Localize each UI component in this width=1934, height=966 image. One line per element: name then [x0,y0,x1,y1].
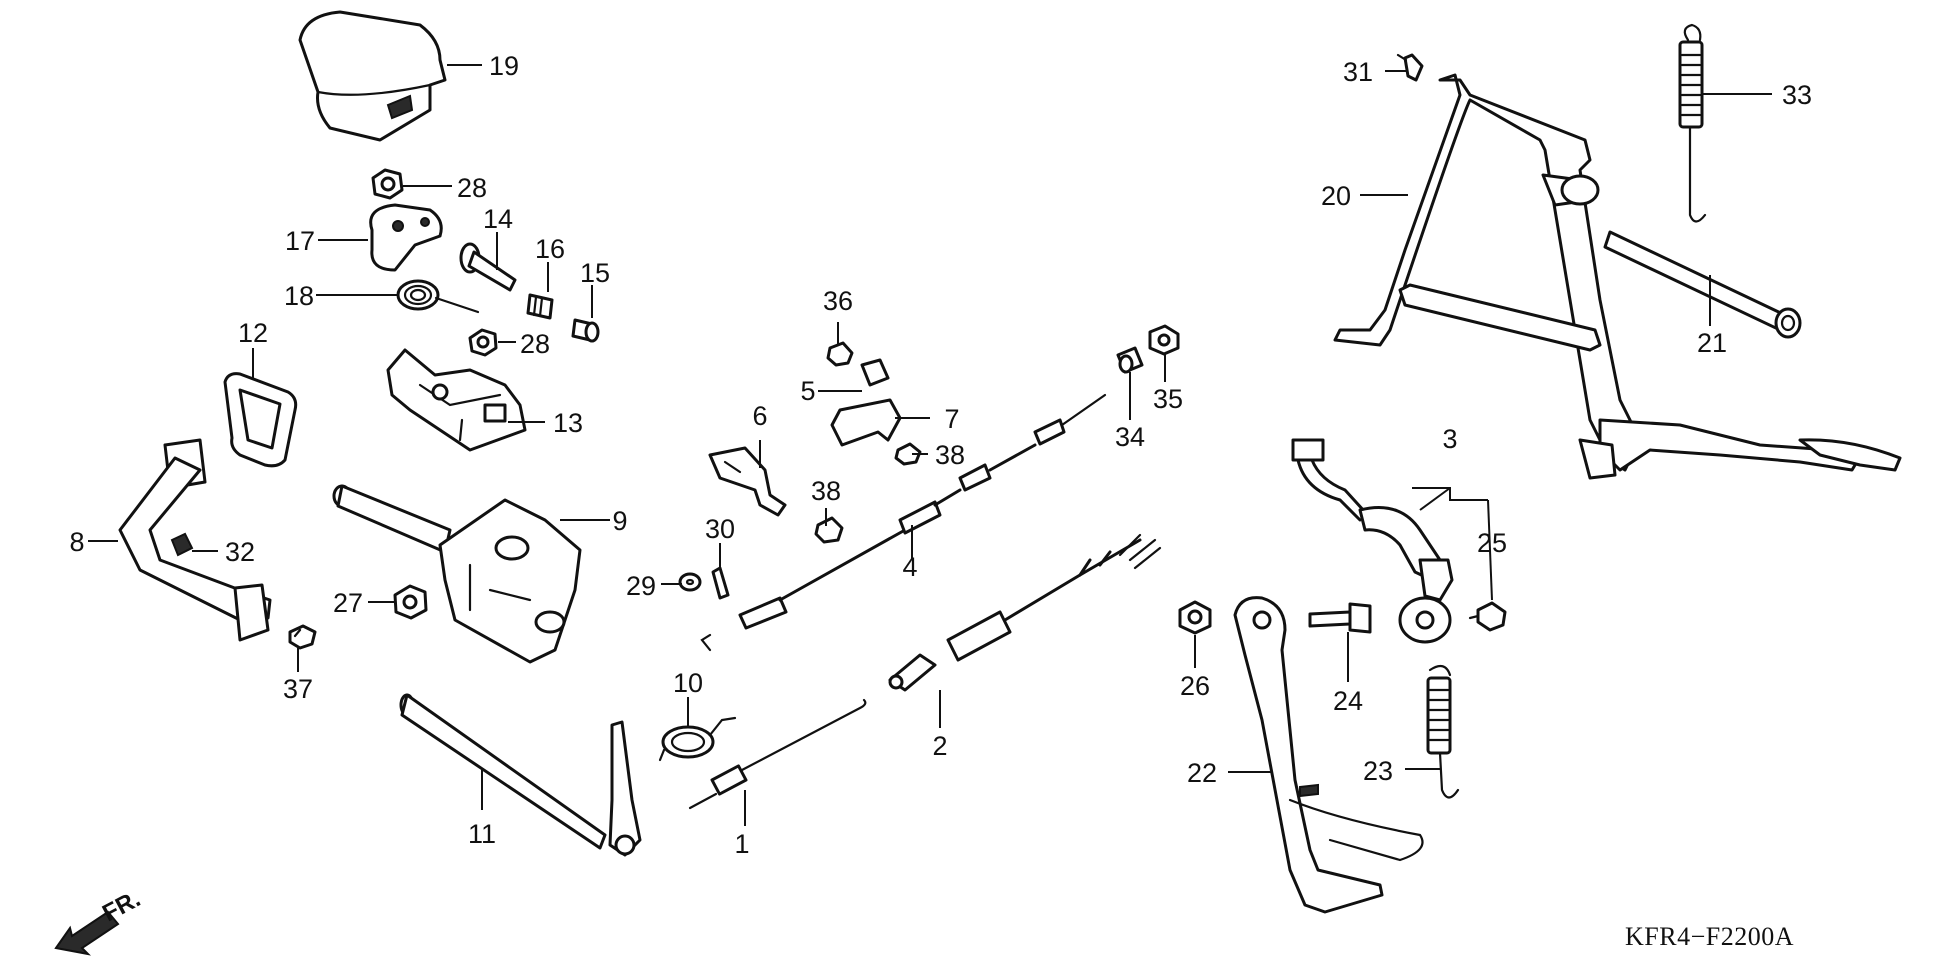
part-7-clamp [830,398,902,447]
callout-20: 20 [1321,181,1351,211]
callout-36: 36 [823,286,853,316]
callout-28-upper: 28 [457,173,487,203]
callout-30: 30 [705,514,735,544]
part-4-cable [700,393,1107,652]
part-38-bolt-upper [894,442,922,466]
part-16-collar [526,293,554,320]
part-25-bolt [1468,601,1507,632]
callout-34: 34 [1115,422,1145,452]
callout-23: 23 [1363,756,1393,786]
callout-27: 27 [333,588,363,618]
part-5-clip [860,358,890,387]
callout-37: 37 [283,674,313,704]
part-6-clamp [708,446,787,517]
callout-labels: 1 2 3 4 5 6 7 8 9 10 11 12 13 14 15 16 1… [69,51,1812,859]
part-38-bolt-lower [814,516,844,544]
callout-3: 3 [1442,424,1457,454]
part-11-rod [399,693,642,857]
arrow-front-icon [54,910,120,956]
part-1-spring [688,698,867,810]
callout-38-upper: 38 [935,440,965,470]
callout-32: 32 [225,537,255,567]
part-8-pedal [118,438,272,642]
callout-11: 11 [468,819,496,849]
part-12-pad [223,372,298,468]
callout-22: 22 [1187,758,1217,788]
part-18-spring [396,279,480,314]
callout-10: 10 [673,668,703,698]
part-37-bolt [288,624,317,650]
callout-19: 19 [489,51,519,81]
callout-26: 26 [1180,671,1210,701]
part-9-spindle [332,484,582,664]
callout-14: 14 [483,204,513,234]
callout-5: 5 [800,376,815,406]
part-19-cover [298,10,447,142]
part-20-mainstand [1333,73,1902,480]
part-3-switch [1291,438,1454,644]
callout-21: 21 [1697,328,1727,358]
leader-lines [88,64,1772,826]
callout-7: 7 [944,404,959,434]
part-26-nut [1178,600,1212,635]
part-13-bracket [386,348,527,452]
diagram-code: KFR4−F2200A [1625,922,1794,951]
callout-2: 2 [932,731,947,761]
part-28-nut-lower [468,328,498,357]
callout-4: 4 [902,552,917,582]
callout-13: 13 [553,408,583,438]
part-22-sidestand [1233,596,1424,914]
part-24-bolt [1308,602,1372,634]
part-27-nut [393,584,428,620]
part-36-bolt [826,341,854,367]
callout-8: 8 [69,527,84,557]
part-21-pin [1603,230,1802,339]
callout-33: 33 [1782,80,1812,110]
part-33-spring [1678,23,1707,223]
part-14-bolt [459,242,517,292]
callout-15: 15 [580,258,610,288]
callout-28-lower: 28 [520,329,550,359]
callout-9: 9 [612,506,627,536]
callout-16: 16 [535,234,565,264]
callout-35: 35 [1153,384,1183,414]
part-35-nut [1148,324,1180,356]
callout-38-lower: 38 [811,476,841,506]
callout-17: 17 [285,226,315,256]
callout-31: 31 [1343,57,1373,87]
callout-29: 29 [626,571,656,601]
part-28-nut-upper [371,168,404,200]
callout-18: 18 [284,281,314,311]
part-32-clip [170,532,194,557]
part-10-spring [658,716,737,762]
part-23-spring [1426,664,1460,799]
part-17-plate [369,203,443,272]
callout-25: 25 [1477,528,1507,558]
callout-24: 24 [1333,686,1363,716]
part-34-collar [1116,346,1144,374]
callout-1: 1 [734,829,749,859]
callout-6: 6 [752,401,767,431]
part-29-washer [678,572,702,592]
part-31-pin [1396,53,1424,82]
callout-12: 12 [238,318,268,348]
part-15-bushing [571,318,600,343]
part-2-cable [888,533,1162,692]
part-30-pin [711,566,730,600]
